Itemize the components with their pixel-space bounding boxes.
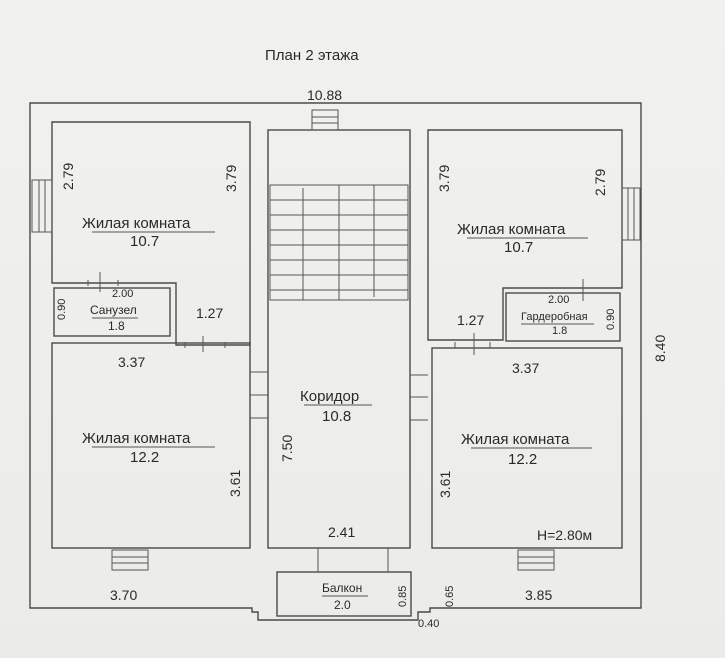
room-wardrobe [505,292,621,342]
dim-balcony-right: 0.65 [444,586,456,607]
outer-wall [29,102,642,621]
room-area-bottom-left: 12.2 [130,449,159,466]
dim-bathroom-d: 0.90 [56,299,68,320]
room-name-top-right: Жилая комната [457,221,566,238]
dim-wardrobe-w: 2.00 [548,294,569,306]
dim-top-left-b: 3.79 [223,165,239,192]
dim-bottom-left-d: 3.61 [227,470,243,497]
dim-wardrobe-side: 1.27 [457,312,484,328]
dim-bottom-left-w: 3.37 [118,354,145,370]
room-area-top-right: 10.7 [504,239,533,256]
windows [31,109,641,571]
dim-bathroom-side: 1.27 [196,305,223,321]
room-name-bottom-right: Жилая комната [461,431,570,448]
room-bottom-right [431,347,623,549]
room-name-balcony: Балкон [322,581,362,595]
room-name-bathroom: Санузел [90,303,137,317]
dim-total-width: 10.88 [307,87,342,103]
dim-bathroom-w: 2.00 [112,288,133,300]
plan-title: План 2 этажа [265,47,359,64]
dim-right-bottom: 3.85 [525,587,552,603]
room-corridor [267,129,411,549]
ceiling-height: H=2.80м [537,527,592,543]
room-area-wardrobe: 1.8 [552,325,567,337]
staircase [269,184,409,301]
dim-wardrobe-d: 0.90 [605,309,617,330]
room-bathroom [53,287,171,337]
room-name-top-left: Жилая комната [82,215,191,232]
dim-balcony-offset: 0.40 [418,618,439,630]
room-area-bathroom: 1.8 [108,319,125,333]
balcony [276,571,412,617]
dim-left-bottom: 3.70 [110,587,137,603]
room-top-left [51,121,251,346]
balcony-door [317,548,389,572]
room-area-balcony: 2.0 [334,598,351,612]
dim-corridor-length: 7.50 [279,435,295,462]
room-area-bottom-right: 12.2 [508,451,537,468]
room-bottom-left [51,342,251,549]
dim-top-left-a: 2.79 [60,163,76,190]
room-area-corridor: 10.8 [322,408,351,425]
dim-top-right-b: 2.79 [592,169,608,196]
room-name-wardrobe: Гардеробная [521,311,588,323]
doors [87,272,584,421]
room-name-corridor: Коридор [300,388,359,405]
dim-balcony-left: 0.85 [397,586,409,607]
dim-bottom-right-d: 3.61 [437,471,453,498]
room-area-top-left: 10.7 [130,233,159,250]
room-top-right [427,129,623,341]
dim-top-right-a: 3.79 [436,165,452,192]
dim-corridor-width: 2.41 [328,524,355,540]
dim-total-depth: 8.40 [652,335,668,362]
dim-bottom-right-w: 3.37 [512,360,539,376]
room-name-bottom-left: Жилая комната [82,430,191,447]
